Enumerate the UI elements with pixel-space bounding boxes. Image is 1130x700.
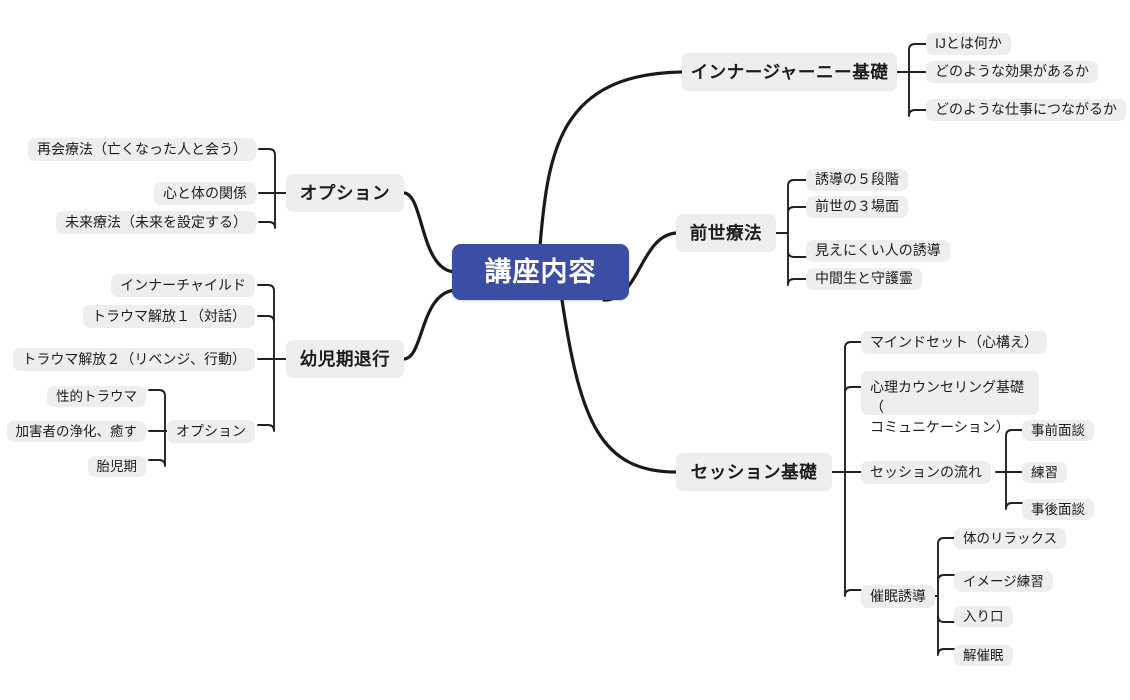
leaf-node[interactable]: マインドセット（心構え） (861, 331, 1047, 354)
branch-node-option[interactable]: オプション (286, 174, 404, 212)
sub-branch-node-hypnosis[interactable]: 催眠誘導 (861, 585, 935, 608)
leaf-node[interactable]: 見えにくい人の誘導 (806, 240, 950, 262)
branch-node-past-life[interactable]: 前世療法 (676, 214, 776, 252)
branch-node-inner-journey[interactable]: インナージャーニー基礎 (682, 53, 897, 91)
leaf-node[interactable]: 体のリラックス (954, 528, 1067, 549)
root-node[interactable]: 講座内容 (452, 244, 629, 300)
leaf-node[interactable]: 心理カウンセリング基礎（ コミュニケーション） (861, 371, 1039, 435)
conn-inner-journey (896, 43, 927, 117)
leaf-node[interactable]: 事後面談 (1022, 499, 1094, 520)
branch-line-infant-regression (402, 288, 458, 361)
leaf-node[interactable]: 胎児期 (87, 456, 146, 477)
branch-line-session-basics (560, 298, 678, 474)
leaf-node[interactable]: 中間生と守護霊 (806, 268, 922, 290)
branch-line-option (402, 191, 458, 274)
leaf-node[interactable]: トラウマ解放２（リベンジ、行動） (13, 348, 255, 371)
leaf-node[interactable]: どのような効果があるか (926, 61, 1098, 83)
leaf-node[interactable]: 前世の３場面 (806, 196, 908, 218)
conn-infant-regression (257, 284, 287, 432)
conn-session-basics (831, 341, 862, 597)
leaf-node[interactable]: トラウマ解放１（対話） (83, 305, 255, 328)
sub-branch-node-session-flow[interactable]: セッションの流れ (861, 461, 991, 484)
conn-past-life (775, 179, 807, 286)
leaf-node[interactable]: インナーチャイルド (111, 274, 255, 297)
leaf-node[interactable]: 解催眠 (954, 645, 1013, 666)
leaf-node[interactable]: 心と体の関係 (154, 182, 256, 205)
branch-node-infant-regression[interactable]: 幼児期退行 (286, 340, 404, 378)
leaf-node[interactable]: 誘導の５段階 (806, 169, 908, 191)
leaf-node[interactable]: どのような仕事につながるか (926, 99, 1126, 121)
leaf-node[interactable]: 入り口 (954, 606, 1013, 627)
leaf-node[interactable]: 再会療法（亡くなった人と会う） (28, 138, 256, 161)
branch-line-inner-journey (538, 70, 684, 248)
leaf-node[interactable]: 未来療法（未来を設定する） (56, 211, 256, 234)
sub-branch-node-nested-option[interactable]: オプション (167, 420, 255, 443)
branch-node-session-basics[interactable]: セッション基礎 (676, 453, 832, 491)
leaf-node[interactable]: 性的トラウマ (47, 386, 146, 407)
leaf-node[interactable]: 事前面談 (1022, 420, 1094, 441)
leaf-node[interactable]: IJとは何か (926, 33, 1011, 55)
leaf-node[interactable]: 加害者の浄化、癒す (6, 421, 146, 442)
leaf-node[interactable]: イメージ練習 (954, 571, 1053, 592)
leaf-node[interactable]: 練習 (1022, 462, 1067, 483)
conn-option (258, 148, 287, 229)
conn-session-flow (995, 429, 1023, 510)
